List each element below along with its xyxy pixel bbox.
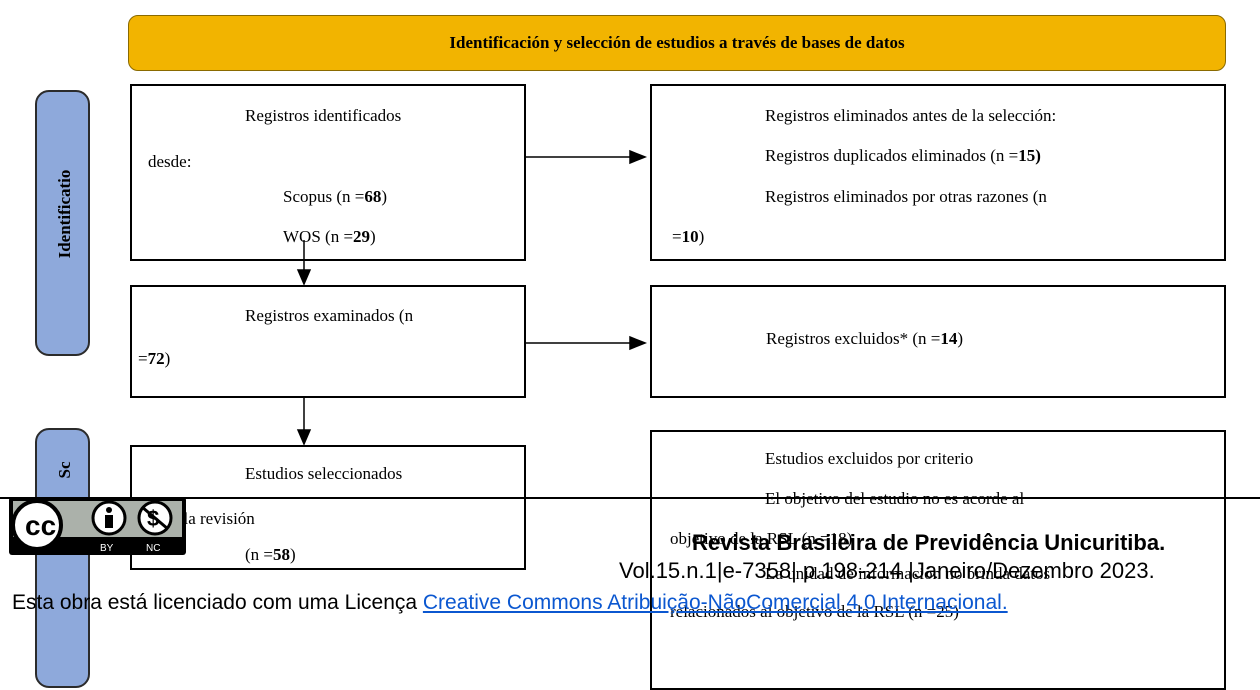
records-identified-from: desde:	[148, 152, 192, 171]
journal-volume: Vol.15.n.1|e-7358| p.198-214 |Janeiro/De…	[619, 558, 1155, 583]
duplicates-removed: Registros duplicados eliminados (n =15)	[765, 146, 1041, 165]
diagram-header-title: Identificación y selección de estudios a…	[449, 33, 905, 52]
arrowhead-screened	[296, 269, 312, 286]
arrowhead-removed	[629, 149, 648, 165]
wos-count: WOS (n =29)	[283, 227, 376, 246]
license-text: Esta obra está licenciado com uma Licenç…	[12, 591, 423, 614]
records-screened-count: =72)	[138, 349, 171, 368]
scopus-count: Scopus (n =68)	[283, 187, 388, 206]
arrowhead-selected	[296, 429, 312, 446]
studies-selected-box: Estudios seleccionados para la revisión …	[130, 445, 526, 570]
svg-text:NC: NC	[146, 543, 160, 554]
license-notice: Esta obra está licenciado com uma Licenç…	[12, 591, 1008, 615]
criteria-objective-count: objetivo de la RSL (n =18)	[670, 529, 853, 548]
records-removed-title: Registros eliminados antes de la selecci…	[765, 106, 1057, 125]
records-screened-title: Registros examinados (n	[245, 306, 414, 325]
studies-selected-count: (n =58)	[245, 545, 296, 564]
records-removed-box: Registros eliminados antes de la selecci…	[650, 84, 1226, 261]
records-excluded-box: Registros excluidos* (n =14)	[650, 285, 1226, 398]
identification-side-label: Identificatio	[35, 90, 90, 356]
arrowhead-excluded	[629, 335, 648, 351]
criteria-title: Estudios excluidos por criterio	[765, 449, 974, 468]
cc-by-nc-icon: cc $ BY NC	[11, 499, 182, 554]
license-link[interactable]: Creative Commons Atribuição-NãoComercial…	[422, 591, 1008, 614]
criteria-information-unit: La unidad de información no brinda datos	[765, 564, 1051, 583]
other-reasons-removed: Registros eliminados por otras razones (…	[765, 187, 1047, 206]
flow-connectors	[296, 149, 648, 446]
records-screened-box: Registros examinados (n =72)	[130, 285, 526, 398]
screening-side-label: Sc	[35, 428, 90, 688]
journal-title: Revista Brasileira de Previdência Unicur…	[692, 530, 1166, 555]
diagram-header-banner: Identificación y selección de estudios a…	[128, 15, 1226, 71]
footer-divider	[0, 497, 1260, 499]
criteria-information-count: relacionados al objetivo de la RSL (n =2…	[670, 602, 959, 621]
svg-text:BY: BY	[100, 543, 114, 554]
records-identified-box: Registros identificados desde: Scopus (n…	[130, 84, 526, 261]
creative-commons-badge[interactable]: cc $ BY NC	[9, 497, 186, 555]
other-reasons-count: =10)	[672, 227, 705, 246]
records-excluded-count: Registros excluidos* (n =14)	[766, 329, 964, 348]
svg-text:cc: cc	[25, 510, 56, 541]
studies-selected-title: Estudios seleccionados	[245, 464, 403, 483]
records-identified-title: Registros identificados	[245, 106, 402, 125]
